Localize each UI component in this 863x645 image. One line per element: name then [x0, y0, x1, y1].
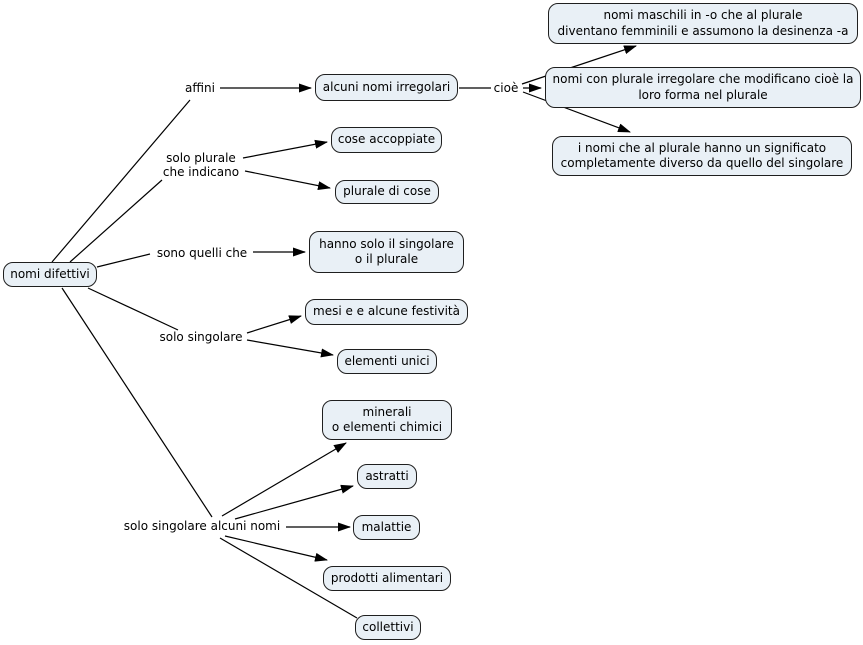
arrow-to-cose-accoppiate: [242, 139, 328, 159]
node-plurale-di-cose[interactable]: plurale di cose: [335, 180, 439, 204]
node-alcuni-nomi-irregolari[interactable]: alcuni nomi irregolari: [315, 74, 458, 101]
edge-root-to-affini: [51, 99, 191, 263]
arrow-to-elementi-unici: [246, 339, 334, 358]
node-prodotti-alimentari[interactable]: prodotti alimentari: [323, 566, 451, 591]
label-solo-singolare[interactable]: solo singolare: [159, 330, 243, 344]
node-malattie[interactable]: malattie: [353, 515, 420, 540]
node-nomi-difettivi[interactable]: nomi difettivi: [3, 262, 97, 287]
arrow-to-mesi-festivita: [246, 315, 302, 334]
label-cioe[interactable]: cioè: [493, 81, 519, 95]
edge-root-to-solo-singolare-alcuni-nomi: [61, 287, 213, 518]
node-mesi-festivita[interactable]: mesi e e alcune festività: [305, 299, 468, 325]
node-astratti[interactable]: astratti: [357, 464, 417, 489]
node-nomi-maschili[interactable]: nomi maschili in -o che al plurale diven…: [548, 3, 858, 44]
arrow-to-minerali: [221, 442, 347, 517]
node-collettivi[interactable]: collettivi: [355, 615, 421, 640]
arrow-cioe-to-significato-diverso: [522, 91, 631, 133]
node-minerali[interactable]: minerali o elementi chimici: [322, 400, 452, 440]
label-solo-singolare-alcuni-nomi[interactable]: solo singolare alcuni nomi: [123, 519, 281, 533]
arrow-to-astratti: [234, 484, 354, 520]
arrow-to-prodotti-alimentari: [224, 535, 328, 562]
edge-to-collettivi: [219, 537, 358, 619]
node-elementi-unici[interactable]: elementi unici: [337, 349, 437, 374]
label-sono-quelli-che[interactable]: sono quelli che: [156, 246, 248, 260]
edge-root-to-sono-quelli-che: [96, 253, 151, 268]
arrow-to-plurale-di-cose: [244, 170, 331, 191]
node-cose-accoppiate[interactable]: cose accoppiate: [331, 127, 442, 153]
edge-root-to-solo-singolare: [87, 287, 179, 331]
node-nomi-significato-diverso[interactable]: i nomi che al plurale hanno un significa…: [552, 136, 852, 176]
label-affini[interactable]: affini: [185, 81, 215, 95]
label-solo-plurale-che-indicano[interactable]: solo plurale che indicano: [162, 151, 240, 180]
arrow-cioe-to-nomi-maschili: [521, 45, 637, 85]
node-nomi-plurale-irregolare[interactable]: nomi con plurale irregolare che modifica…: [545, 67, 861, 108]
node-hanno-solo-singolare-o-plurale[interactable]: hanno solo il singolare o il plurale: [309, 231, 464, 273]
edge-root-to-solo-plurale: [69, 179, 163, 263]
